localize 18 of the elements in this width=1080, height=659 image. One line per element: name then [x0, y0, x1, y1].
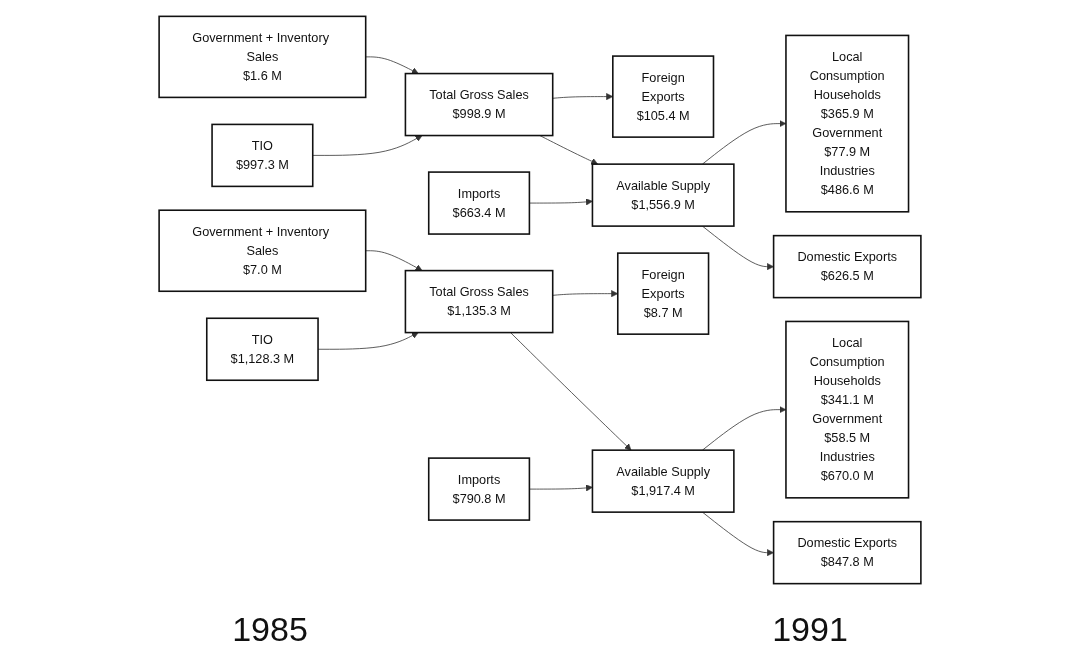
node-box: Total Gross Sales $1,135.3 M [404, 269, 554, 333]
node-box: Available Supply $1,917.4 M [591, 448, 735, 513]
node-box: Imports $663.4 M [427, 170, 531, 235]
node-box: Local Consumption Households $341.1 M Government $58.5 M Industries $670.0 M [785, 320, 910, 499]
node-box: TIO $997.3 M [211, 123, 314, 187]
node-box: Total Gross Sales $998.9 M [404, 72, 554, 136]
year-label: 1985 [232, 609, 308, 649]
year-label: 1991 [772, 609, 848, 649]
node-box: Local Consumption Households $365.9 M Government $77.9 M Industries $486.6 M [785, 34, 910, 213]
node-box: Domestic Exports $626.5 M [772, 234, 922, 298]
node-box: Foreign Exports $105.4 M [612, 54, 715, 138]
node-box: Government + Inventory Sales $1.6 M [158, 15, 367, 98]
node-box: TIO $1,128.3 M [205, 316, 319, 381]
node-box: Available Supply $1,556.9 M [591, 162, 735, 227]
node-box: Government + Inventory Sales $7.0 M [158, 208, 367, 292]
node-box: Foreign Exports $8.7 M [616, 251, 710, 335]
node-box: Imports $790.8 M [427, 456, 531, 521]
node-box: Domestic Exports $847.8 M [772, 520, 922, 584]
